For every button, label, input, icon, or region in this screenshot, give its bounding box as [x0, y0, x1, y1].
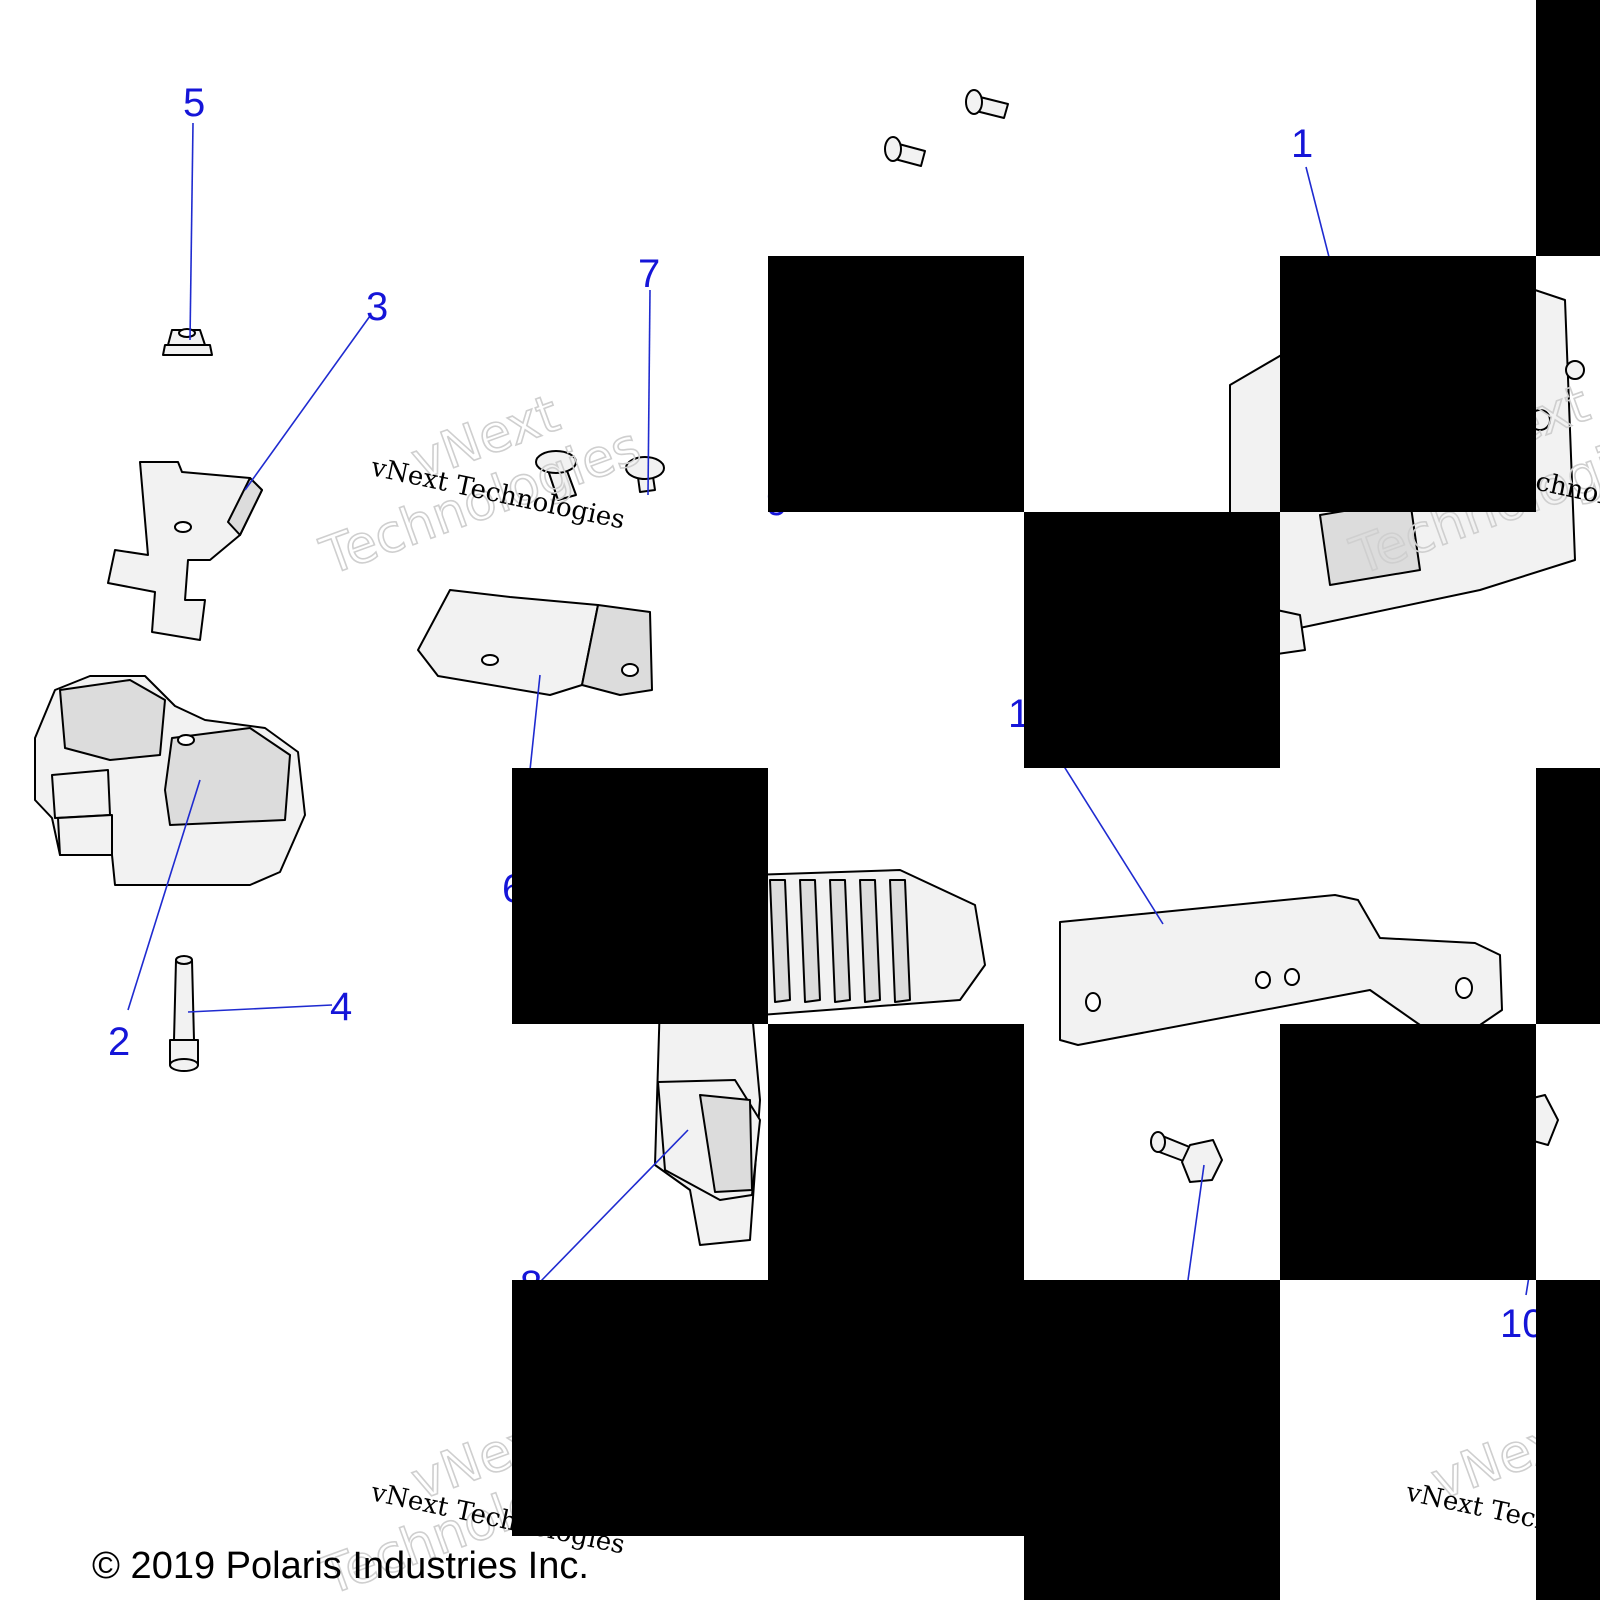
- part-flange-nut: [162, 328, 213, 356]
- redaction-block: [1024, 512, 1280, 768]
- redaction-block: [1536, 1280, 1600, 1600]
- part-bolt: [169, 955, 199, 1072]
- leader-5: [189, 122, 194, 341]
- leader-6: [529, 674, 541, 771]
- leader-1b: [1059, 759, 1164, 925]
- part-flange-screw: [1150, 1131, 1223, 1183]
- leader-4: [187, 1004, 333, 1013]
- part-bracket: [107, 461, 263, 641]
- watermark-top-left: vNext Technologies vNext Technologies: [312, 383, 649, 588]
- redaction-block: [768, 256, 1024, 512]
- callout-5: 5: [183, 81, 205, 125]
- part-flat-bracket: [1059, 894, 1503, 1046]
- part-regulator: [654, 869, 986, 1246]
- callout-2: 2: [108, 1020, 130, 1064]
- part-small-bolts: [535, 450, 665, 501]
- redaction-block: [512, 768, 768, 1024]
- leader-lines: [127, 122, 1531, 1296]
- leader-8: [539, 1129, 689, 1283]
- copyright-notice: © 2019 Polaris Industries Inc.: [92, 1545, 589, 1587]
- redaction-block: [1536, 0, 1600, 256]
- redaction-block: [768, 1024, 1024, 1280]
- redaction-block: [1536, 768, 1600, 1024]
- leader-3: [244, 315, 371, 491]
- part-ignition-coil: [34, 675, 306, 886]
- callout-3: 3: [366, 285, 388, 329]
- part-u-bracket: [417, 589, 653, 696]
- callout-4: 4: [330, 985, 352, 1029]
- leader-9: [1187, 1164, 1205, 1281]
- callout-1: 1: [1291, 122, 1313, 166]
- redaction-block: [1024, 1280, 1280, 1600]
- leader-2: [127, 779, 201, 1011]
- part-top-screws: [884, 89, 1009, 167]
- callout-7: 7: [638, 252, 660, 296]
- redaction-block: [1280, 1024, 1536, 1280]
- redaction-blocks: [512, 0, 1600, 1600]
- leader-7: [647, 289, 651, 496]
- redaction-block: [1280, 256, 1536, 512]
- redaction-block: [512, 1280, 1024, 1536]
